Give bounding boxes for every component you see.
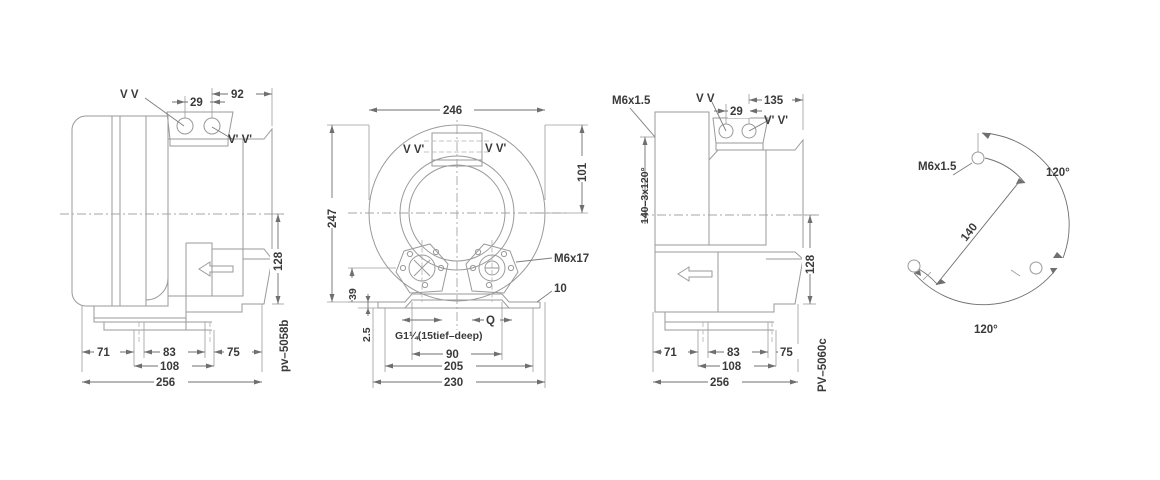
dim-left-128: 128 <box>273 251 285 271</box>
surface-finish-left-lower: V' V' <box>228 134 252 146</box>
dim-right-135: 135 <box>764 95 784 107</box>
callout-m6x17: M6x17 <box>554 253 589 265</box>
view-left-side-elevation: 29 92 128 71 83 <box>60 86 291 389</box>
dim-left-75: 75 <box>227 347 240 359</box>
bolt-hole-right <box>1029 261 1043 275</box>
dim-front-246: 246 <box>443 105 462 117</box>
dim-front-2-5: 2.5 <box>361 327 373 342</box>
dim-front-230: 230 <box>444 377 463 389</box>
dim-right-75: 75 <box>780 347 793 359</box>
flow-direction-arrow-left <box>198 261 234 277</box>
dim-right-29: 29 <box>730 106 743 118</box>
dim-right-83: 83 <box>727 347 740 359</box>
dim-left-83: 83 <box>163 347 176 359</box>
dim-right-108: 108 <box>722 361 742 373</box>
dim-left-92: 92 <box>231 89 244 101</box>
part-label-left: pv–5058b <box>279 320 291 372</box>
dim-left-71: 71 <box>97 347 110 359</box>
dim-right-128: 128 <box>805 254 817 274</box>
port-symbol-q: Q <box>486 315 495 327</box>
bolt-hole-top <box>971 151 985 165</box>
callout-m6x1-5-pattern: M6x1.5 <box>918 161 957 173</box>
view-bolt-circle-pattern: M6x1.5 140 120° 120° <box>907 132 1070 336</box>
dim-left-29: 29 <box>190 97 203 109</box>
dim-right-71: 71 <box>664 347 677 359</box>
callout-140-diameter: 140 <box>959 221 980 244</box>
dim-left-256: 256 <box>156 377 175 389</box>
view-right-side-elevation: M6x1.5 140–3x120° 29 135 128 <box>612 92 829 392</box>
surface-finish-front-right: V V' <box>485 143 507 155</box>
surface-finish-right-upper-right: V' V' <box>764 115 788 127</box>
callout-bolt-circle-right: 140–3x120° <box>639 167 651 224</box>
view-front-elevation: 246 247 101 39 2.5 <box>324 102 590 389</box>
part-label-right: PV–5060c <box>817 338 829 392</box>
callout-angle-lower: 120° <box>974 324 998 336</box>
dim-front-101: 101 <box>577 162 589 182</box>
surface-finish-left-upper: V V <box>120 89 139 101</box>
dim-front-205: 205 <box>444 361 464 373</box>
surface-finish-right-upper-left: V V <box>696 93 715 105</box>
dim-right-256: 256 <box>710 377 729 389</box>
callout-g1-quarter: G1¼(15tief–deep) <box>395 330 483 342</box>
dim-left-108: 108 <box>160 361 180 373</box>
surface-finish-front-left: V V' <box>403 144 425 156</box>
dim-front-39: 39 <box>347 288 359 300</box>
dim-front-247: 247 <box>327 209 339 228</box>
bolt-hole-left <box>907 259 921 273</box>
flow-direction-arrow-right <box>677 266 713 282</box>
dim-front-10: 10 <box>554 283 567 295</box>
callout-m6x1-5-right: M6x1.5 <box>612 95 651 107</box>
callout-angle-upper: 120° <box>1046 167 1070 179</box>
